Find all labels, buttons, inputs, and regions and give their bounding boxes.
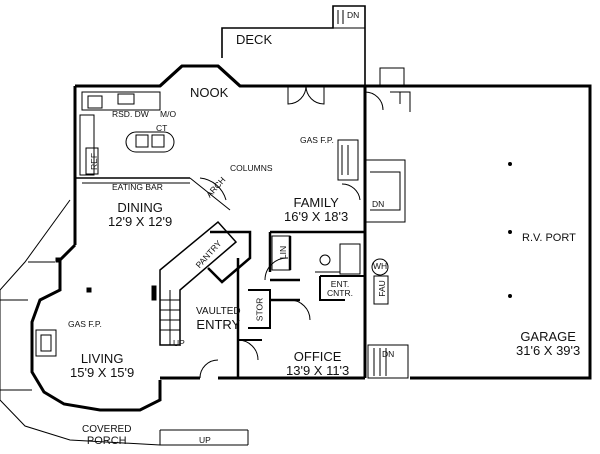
garage-name: GARAGE: [520, 329, 576, 344]
porch-outline: [0, 199, 248, 446]
mo-label: M/O: [160, 109, 177, 119]
ent-cntr-line2: CNTR.: [327, 287, 353, 298]
family-gas-fp-label: GAS F.P.: [300, 135, 334, 145]
family-fireplace: [337, 139, 359, 181]
garage-stair: [367, 344, 409, 379]
water-heater-label: WH: [373, 261, 388, 271]
bath-tub: [339, 243, 361, 275]
rsd-dw-label: RSD. DW: [112, 109, 149, 119]
porch-label: COVERED PORCH: [82, 424, 132, 447]
dining-label: DINING 12'9 X 12'9: [108, 201, 172, 228]
ent-cntr-box: [319, 275, 365, 301]
ct-label: CT: [156, 123, 168, 133]
living-name: LIVING: [80, 351, 124, 366]
living-label: LIVING 15'9 X 15'9: [70, 352, 134, 379]
kitchen-island: [125, 131, 175, 153]
deck-label: DECK: [236, 32, 273, 47]
dining-size: 12'9 X 12'9: [108, 213, 173, 229]
office-label: OFFICE 13'9 X 11'3: [286, 350, 349, 377]
nook-label: NOOK: [190, 85, 229, 100]
living-size: 15'9 X 15'9: [70, 364, 135, 380]
fau-label: FAU: [376, 280, 387, 297]
office-size: 13'9 X 11'3: [286, 362, 350, 378]
pantry-walls: [207, 230, 252, 284]
water-heater: [371, 258, 389, 276]
living-gas-fp-label: GAS F.P.: [68, 319, 102, 329]
garage-walls: [365, 84, 592, 380]
garage-label: GARAGE 31'6 X 39'3: [516, 330, 580, 357]
family-name: FAMILY: [293, 195, 339, 210]
columns-label: COLUMNS: [230, 163, 273, 173]
living-fireplace: [35, 329, 57, 357]
porch-line2: PORCH: [86, 434, 127, 447]
eating-bar-label: EATING BAR: [112, 182, 163, 192]
kitchen-counter-west: [79, 114, 95, 176]
garage-dn-label: DN: [382, 349, 395, 359]
porch-up-label: UP: [199, 435, 211, 445]
deck-stair: [332, 5, 366, 29]
dining-name: DINING: [117, 200, 163, 215]
porch-line1: COVERED: [82, 424, 132, 435]
entry-line2: ENTRY: [196, 316, 241, 332]
office-name: OFFICE: [293, 349, 342, 364]
family-dn-label: DN: [372, 199, 385, 209]
entry-line1: VAULTED: [196, 306, 241, 317]
ref-label: REF: [89, 152, 100, 170]
family-size: 16'9 X 18'3: [284, 208, 349, 224]
living-bay-wall: [30, 243, 162, 412]
refrigerator: [85, 147, 99, 175]
family-label: FAMILY 16'9 X 18'3: [284, 196, 348, 223]
ent-cntr-line1: ENT.: [330, 279, 350, 289]
rv-port-label: R.V. PORT: [522, 232, 576, 244]
kitchen-counter-top: [81, 91, 161, 111]
linen-label: LIN: [278, 245, 289, 260]
stair: [159, 220, 238, 346]
stor-label: STOR: [254, 297, 265, 322]
deck-post: [379, 67, 405, 87]
deck-dn-label: DN: [347, 10, 360, 20]
stair-up-label: UP: [173, 338, 185, 348]
porch-steps: [159, 429, 249, 445]
entry-label: VAULTED ENTRY: [196, 306, 241, 332]
ent-cntr-label: ENT. CNTR.: [327, 280, 353, 298]
garage-size: 31'6 X 39'3: [516, 342, 581, 358]
